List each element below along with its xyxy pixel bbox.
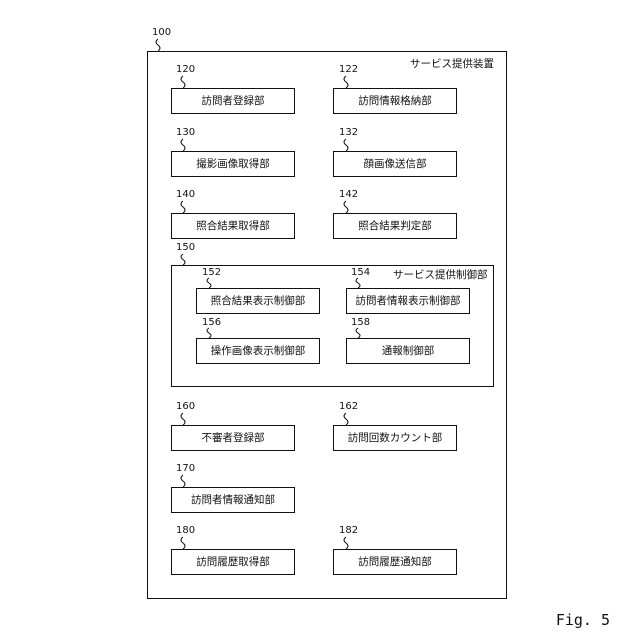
- block-label: 訪問情報格納部: [358, 95, 432, 107]
- ref-100: 100: [152, 28, 171, 38]
- block-label: 訪問者情報通知部: [191, 494, 275, 506]
- ref-180: 180: [176, 526, 195, 536]
- block-label: 照合結果取得部: [196, 220, 270, 232]
- ref-122: 122: [339, 65, 358, 75]
- block-label: 照合結果判定部: [358, 220, 432, 232]
- ref-140: 140: [176, 190, 195, 200]
- visit-info-storage-unit: 訪問情報格納部: [333, 88, 457, 114]
- ref-170: 170: [176, 464, 195, 474]
- ref-132: 132: [339, 128, 358, 138]
- block-label: 通報制御部: [382, 345, 435, 357]
- block-label: 照合結果表示制御部: [211, 295, 306, 307]
- ref-162: 162: [339, 402, 358, 412]
- ref-150: 150: [176, 243, 195, 253]
- face-image-transmission-unit: 顔画像送信部: [333, 151, 457, 177]
- block-label: 訪問者情報表示制御部: [356, 295, 461, 307]
- matching-result-display-control-unit: 照合結果表示制御部: [196, 288, 320, 314]
- operation-image-display-control-unit: 操作画像表示制御部: [196, 338, 320, 364]
- figure-caption-text: Fig. 5: [556, 611, 610, 629]
- block-label: 訪問履歴取得部: [196, 556, 270, 568]
- block-label: 操作画像表示制御部: [211, 345, 306, 357]
- block-label: 顔画像送信部: [364, 158, 427, 170]
- ref-130: 130: [176, 128, 195, 138]
- ref-158: 158: [351, 318, 370, 328]
- ref-120: 120: [176, 65, 195, 75]
- suspicious-person-registration-unit: 不審者登録部: [171, 425, 295, 451]
- ref-142: 142: [339, 190, 358, 200]
- matching-result-acquisition-unit: 照合結果取得部: [171, 213, 295, 239]
- visit-count-unit: 訪問回数カウント部: [333, 425, 457, 451]
- leader-100: [156, 39, 160, 51]
- figure-caption: Fig. 5: [0, 612, 610, 628]
- block-label: 不審者登録部: [202, 432, 265, 444]
- ref-154: 154: [351, 268, 370, 278]
- visit-history-acquisition-unit: 訪問履歴取得部: [171, 549, 295, 575]
- ref-156: 156: [202, 318, 221, 328]
- ref-182: 182: [339, 526, 358, 536]
- matching-result-determination-unit: 照合結果判定部: [333, 213, 457, 239]
- ref-152: 152: [202, 268, 221, 278]
- captured-image-acquisition-unit: 撮影画像取得部: [171, 151, 295, 177]
- visitor-info-notification-unit: 訪問者情報通知部: [171, 487, 295, 513]
- report-control-unit: 通報制御部: [346, 338, 470, 364]
- ref-160: 160: [176, 402, 195, 412]
- block-label: 訪問回数カウント部: [348, 432, 443, 444]
- block-label: 訪問履歴通知部: [358, 556, 432, 568]
- visit-history-notification-unit: 訪問履歴通知部: [333, 549, 457, 575]
- block-label: 撮影画像取得部: [196, 158, 270, 170]
- block-label: 訪問者登録部: [202, 95, 265, 107]
- device-title: サービス提供装置: [410, 58, 494, 70]
- visitor-info-display-control-unit: 訪問者情報表示制御部: [346, 288, 470, 314]
- control-unit-title: サービス提供制御部: [393, 269, 488, 281]
- visitor-registration-unit: 訪問者登録部: [171, 88, 295, 114]
